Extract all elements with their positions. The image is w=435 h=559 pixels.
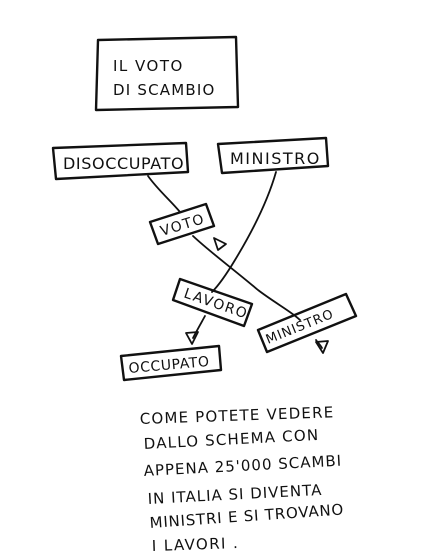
node-ministro-label: MINISTRO [230, 149, 321, 168]
arrowhead-ministro-tag [315, 340, 329, 354]
caption-line-2: DALLO SCHEMA CON [143, 426, 319, 453]
node-voto-frame [148, 202, 216, 246]
caption: COME POTETE VEDERE DALLO SCHEMA CON APPE… [140, 403, 345, 555]
node-occupato: OCCUPATO [119, 344, 223, 382]
arrowhead-occupato [185, 331, 199, 345]
node-voto: VOTO [148, 202, 216, 246]
node-disoccupato-label: DISOCCUPATO [63, 154, 184, 173]
node-disoccupato-frame [51, 141, 190, 181]
line-lavoro-occupato [192, 315, 206, 339]
title-line-2: DI SCAMBIO [113, 81, 215, 99]
node-lavoro: LAVORO [171, 277, 254, 328]
title-box: IL VOTO DI SCAMBIO [94, 35, 240, 112]
line-ministro-tag-out [315, 339, 323, 349]
node-occupato-frame [119, 344, 223, 382]
caption-line-6: I LAVORI . [152, 534, 240, 555]
node-lavoro-frame [171, 277, 254, 328]
caption-line-1: COME POTETE VEDERE [140, 403, 335, 428]
title-box-frame [94, 35, 240, 112]
title-line-1: IL VOTO [113, 57, 184, 75]
node-occupato-label: OCCUPATO [128, 354, 210, 377]
node-ministro-frame [216, 136, 330, 175]
node-disoccupato: DISOCCUPATO [51, 141, 190, 181]
line-voto-ministro [192, 235, 301, 321]
arrowheads [185, 237, 329, 354]
node-ministro-tag-frame [256, 292, 358, 354]
caption-line-3: APPENA 25'000 SCAMBI [143, 452, 342, 480]
line-disoccupato-voto [147, 175, 181, 213]
node-ministro-tag: MINISTRO [256, 292, 358, 354]
arrowhead-voto [213, 237, 227, 251]
connector-lines [147, 171, 323, 349]
node-ministro: MINISTRO [216, 136, 330, 175]
line-ministro-lavoro [211, 171, 277, 293]
